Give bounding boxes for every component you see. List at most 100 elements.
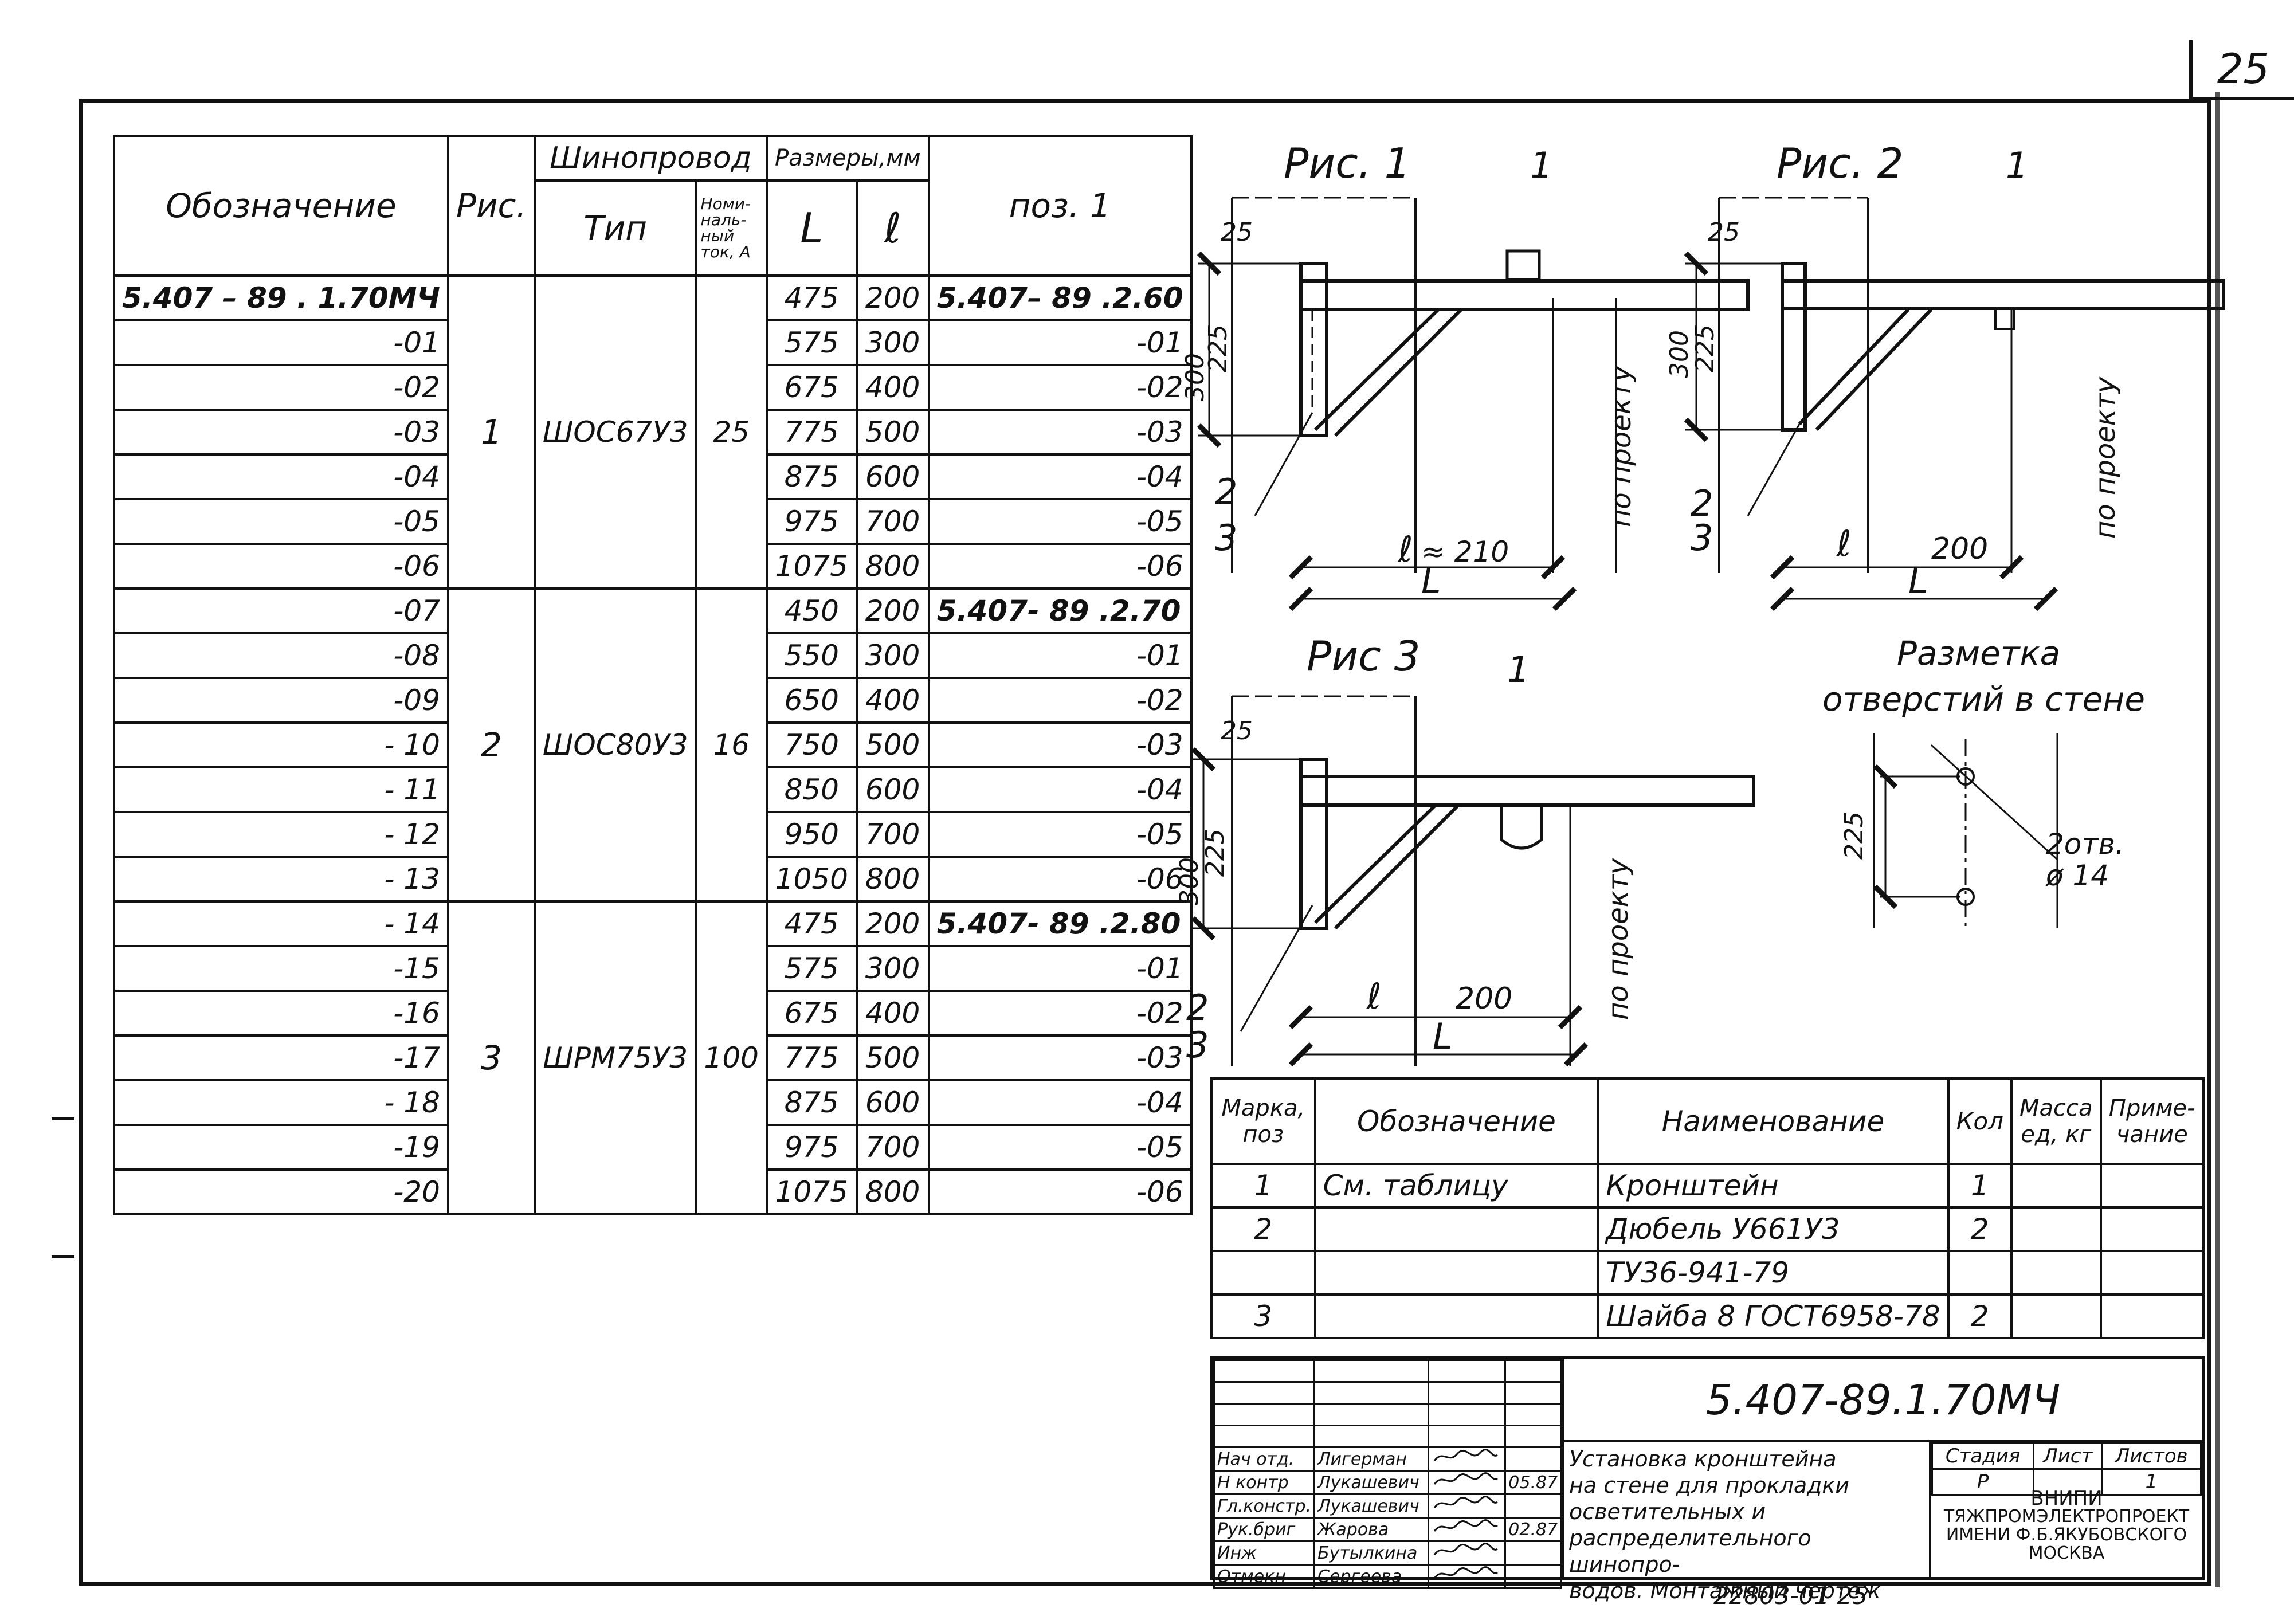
- spec-mass-cell: [2010, 1206, 2102, 1252]
- signer-role: Нач отд.: [1213, 1446, 1316, 1472]
- header-l: ℓ: [855, 179, 930, 277]
- org-line: ВНИПИ: [2030, 1487, 2103, 1510]
- signature-scribble-icon: [1433, 1496, 1498, 1508]
- pos1-cell: -02: [927, 990, 1193, 1037]
- document-number-text: 5.407-89.1.70МЧ: [1705, 1375, 2061, 1424]
- title-line: на стене для прокладки: [1569, 1473, 1850, 1498]
- signer-role: Инж: [1213, 1540, 1316, 1566]
- holes-title-line2: отверстий в стене: [1822, 680, 2145, 719]
- header-fig: Рис.: [446, 135, 536, 277]
- l-cell: 500: [855, 1034, 930, 1081]
- L-cell: 850: [765, 766, 858, 813]
- l-cell: 200: [855, 274, 930, 321]
- spec-name-cell: Дюбель У661У3: [1597, 1206, 1950, 1252]
- org-line: ИМЕНИ Ф.Б.ЯКУБОВСКОГО: [1946, 1525, 2187, 1545]
- l-cell: 800: [855, 543, 930, 590]
- designation-cell: -01: [113, 319, 449, 366]
- fig2-title: Рис. 2: [1777, 139, 1903, 187]
- designation-cell: -07: [113, 587, 449, 634]
- fig2-dim300: 300: [1665, 330, 1694, 378]
- pos1-cell: -04: [927, 1079, 1193, 1126]
- L-cell: 875: [765, 453, 858, 500]
- empty-cell: [1504, 1425, 1562, 1448]
- l-cell: 700: [855, 498, 930, 545]
- empty-cell: [1313, 1425, 1429, 1448]
- sign-date: 02.87: [1504, 1517, 1562, 1542]
- fig2-dim-L: L: [1908, 560, 1928, 602]
- pos1-cell: -01: [927, 319, 1193, 366]
- L-cell: 775: [765, 409, 858, 456]
- fig2-dim225: 225: [1691, 324, 1720, 372]
- signer-role: Н контр: [1213, 1470, 1316, 1495]
- l-cell: 700: [855, 1124, 930, 1171]
- header-L: L: [765, 179, 858, 277]
- pos1-cell: 5.407– 89 .2.60: [927, 274, 1193, 321]
- designation-cell: -17: [113, 1034, 449, 1081]
- l-cell: 200: [855, 587, 930, 634]
- l-cell: 200: [855, 900, 930, 947]
- empty-cell: [1213, 1381, 1316, 1405]
- designation-cell: -19: [113, 1124, 449, 1171]
- designation-cell: - 12: [113, 811, 449, 858]
- L-cell: 550: [765, 632, 858, 679]
- L-cell: 575: [765, 319, 858, 366]
- designation-cell: - 18: [113, 1079, 449, 1126]
- spec-qty-cell: 2: [1947, 1293, 2013, 1339]
- sheets-value: 1: [2101, 1468, 2202, 1496]
- L-cell: 1050: [765, 856, 858, 903]
- signature: [1427, 1446, 1507, 1472]
- group-fig-cell: 3: [446, 900, 536, 1215]
- sheet-number: 25: [2189, 40, 2294, 100]
- signer-role: Гл.констр.: [1213, 1493, 1316, 1519]
- spec-designation-cell: [1313, 1250, 1599, 1296]
- fig2-pos2: 2: [1691, 483, 1713, 524]
- spec-mark-cell: 2: [1210, 1206, 1316, 1252]
- spec-name-cell: Шайба 8 ГОСТ6958-78: [1597, 1293, 1950, 1339]
- group-current-cell: 25: [695, 274, 768, 590]
- fig2-by-project: по проекту: [2089, 376, 2122, 539]
- sign-date: 05.87: [1504, 1470, 1562, 1495]
- spec-mark-cell: [1210, 1250, 1316, 1296]
- designation-cell: - 11: [113, 766, 449, 813]
- stage-value: Р: [1931, 1468, 2035, 1496]
- pos1-cell: -03: [927, 409, 1193, 456]
- table-row: ТУ36-941-79: [1210, 1250, 2205, 1296]
- sheet-label: Лист: [2033, 1442, 2103, 1470]
- l-cell: 600: [855, 1079, 930, 1126]
- header-busbar-current: Номи- наль- ный ток, А: [695, 179, 768, 277]
- org-line: МОСКВА: [2028, 1543, 2105, 1563]
- designation-table: Обозначение Рис. Шинопровод Размеры,мм п…: [113, 135, 1193, 1215]
- footer-code: 22803-01 25: [1713, 1582, 1868, 1610]
- empty-cell: [1313, 1403, 1429, 1426]
- fig3-dim25: 25: [1221, 716, 1253, 746]
- l-cell: 500: [855, 409, 930, 456]
- fig1-drawing: [1197, 197, 1750, 611]
- spec-mass-cell: [2010, 1293, 2102, 1339]
- designation-cell: -06: [113, 543, 449, 590]
- pos1-cell: -05: [927, 498, 1193, 545]
- empty-cell: [1313, 1359, 1429, 1383]
- l-cell: 800: [855, 856, 930, 903]
- l-cell: 500: [855, 721, 930, 768]
- l-cell: 600: [855, 766, 930, 813]
- spec-name-cell: ТУ36-941-79: [1597, 1250, 1950, 1296]
- empty-cell: [1504, 1359, 1562, 1383]
- header-busbar: Шинопровод: [533, 135, 768, 182]
- signature-empty-row: [1213, 1403, 1562, 1426]
- designation-cell: 5.407 – 89 . 1.70МЧ: [113, 274, 449, 321]
